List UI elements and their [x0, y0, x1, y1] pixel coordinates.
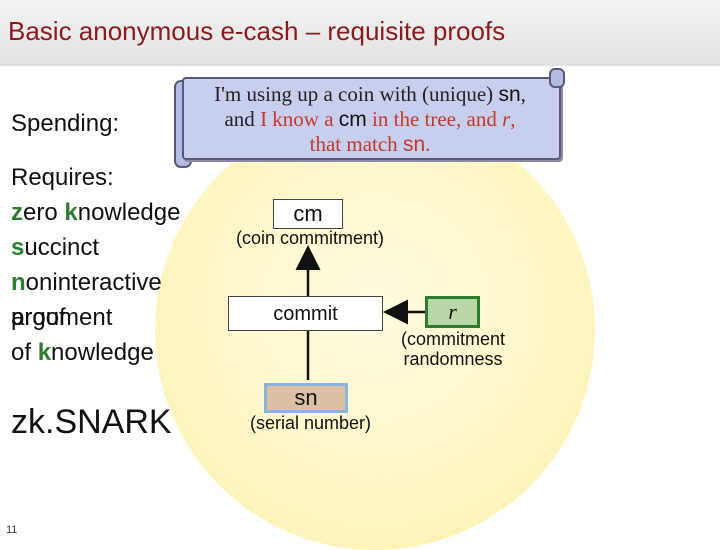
- commit-box: commit: [228, 296, 383, 331]
- sn-caption: (serial number): [249, 413, 372, 433]
- r-box: r: [425, 296, 480, 328]
- statement-scroll: [182, 77, 561, 160]
- requires-line-zero-knowledge: zero knowledge: [11, 199, 181, 226]
- requires-argument-text: argument: [11, 304, 113, 331]
- page-number: 11: [6, 524, 18, 536]
- cm-caption: (coin commitment): [235, 228, 385, 248]
- title-bar: [0, 0, 720, 66]
- requires-bold-k: k: [64, 199, 78, 226]
- requires-heading: Requires:: [11, 164, 114, 191]
- scroll-roll-right: [549, 68, 565, 88]
- slide-title: Basic anonymous e-cash – requisite proof…: [8, 16, 506, 46]
- requires-line-succinct: succinct: [11, 234, 100, 261]
- requires-line-zero-rest: ero knowledge: [23, 199, 181, 226]
- statement-text: I'm using up a coin with (unique) sn, an…: [214, 82, 526, 156]
- r-caption: (commitment randomness: [400, 329, 505, 369]
- requires-line-noninteractive: noninteractive: [11, 269, 162, 296]
- cm-box: cm: [273, 199, 343, 229]
- zksnark-label: zk.SNARK: [11, 403, 172, 441]
- sn-box: sn: [264, 383, 348, 413]
- requires-line-argument-proof: argument proof: [11, 300, 180, 335]
- requires-list: Requires: zero knowledge succinct nonint…: [11, 160, 180, 370]
- requires-proof-text: proof: [11, 304, 66, 331]
- spending-label: Spending:: [11, 110, 120, 137]
- requires-line-of-knowledge: of knowledge: [11, 339, 154, 366]
